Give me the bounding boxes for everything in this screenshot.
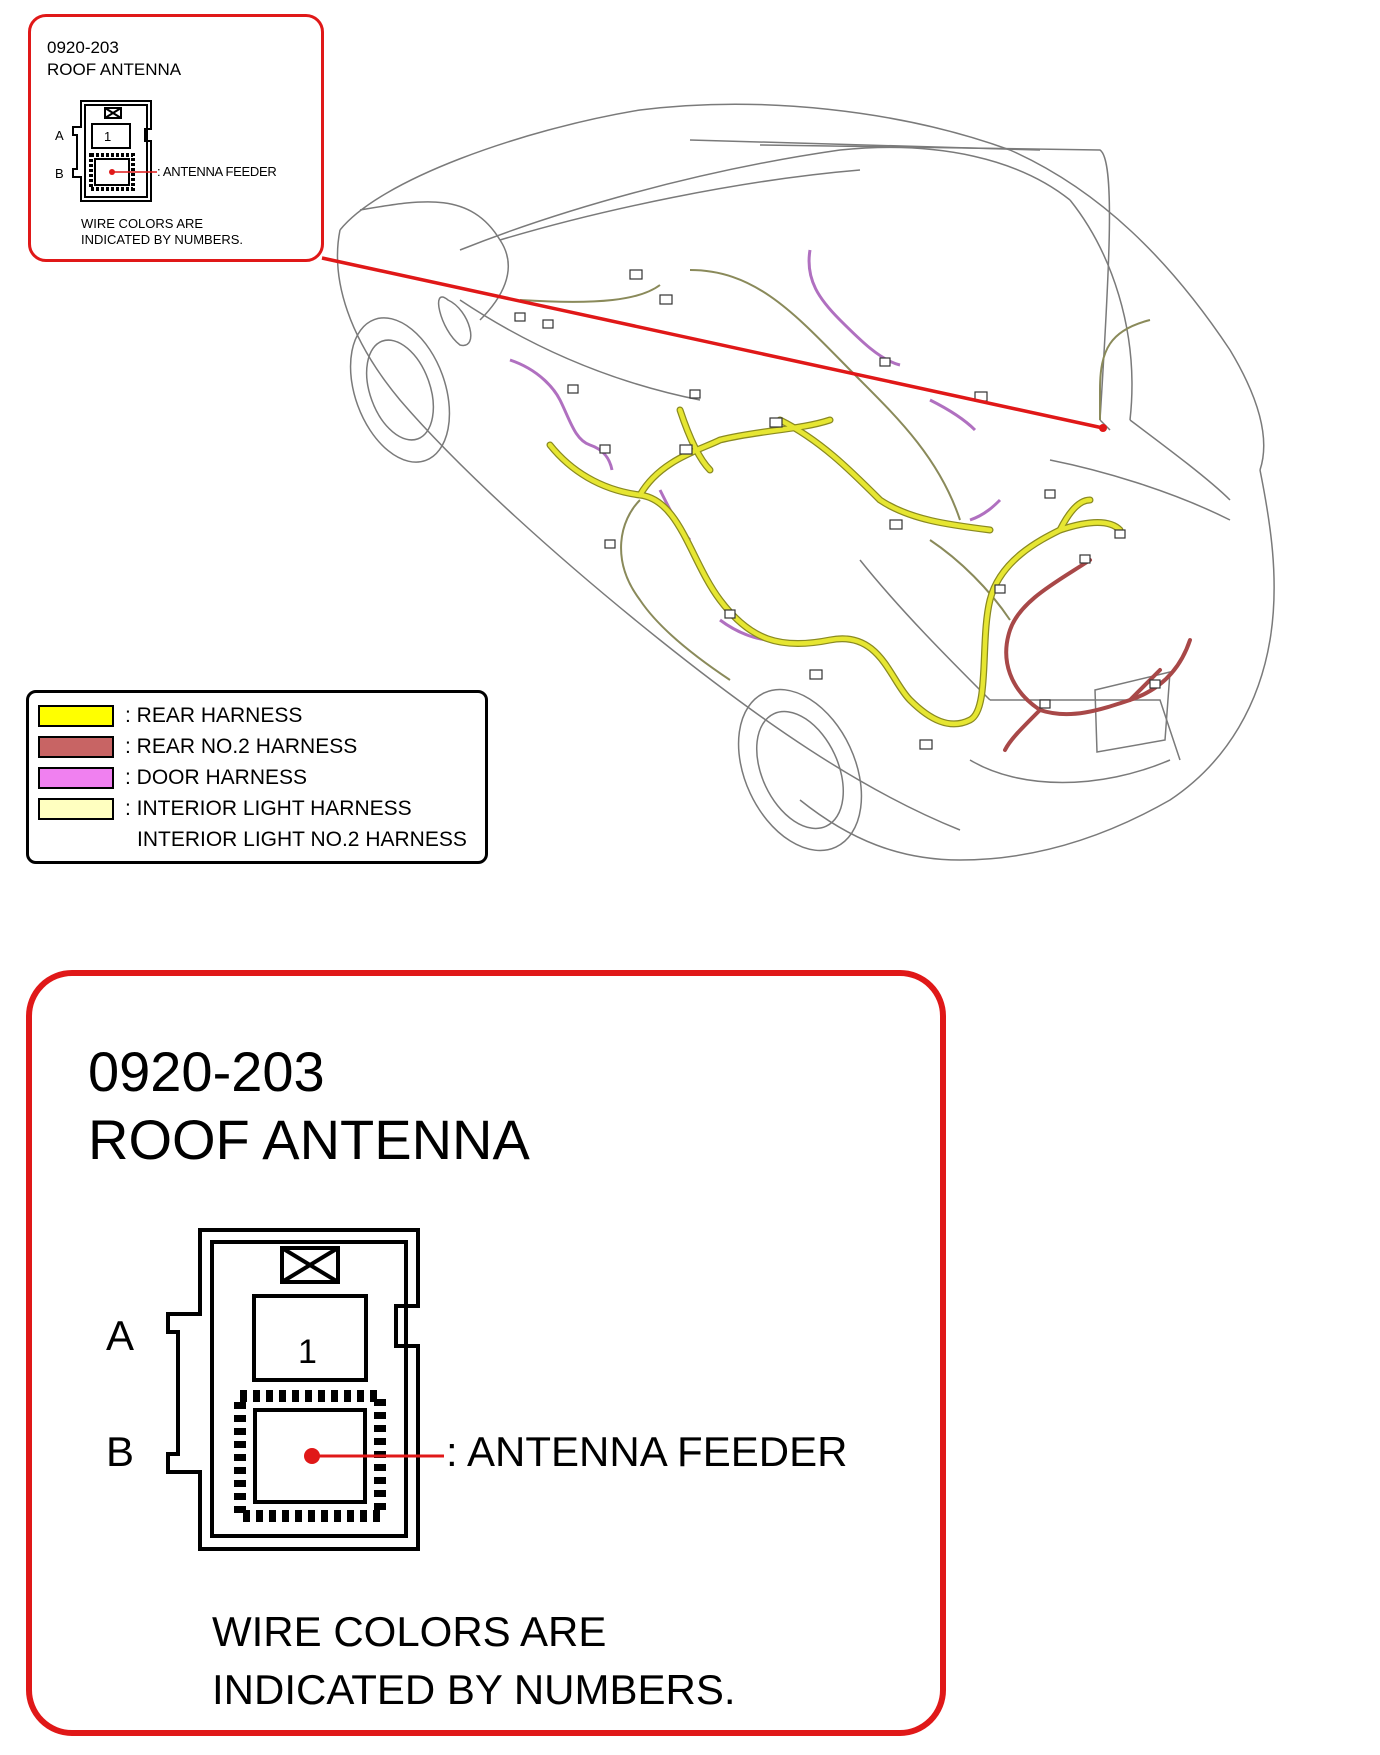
- connector-code-large: 0920-203: [88, 1040, 325, 1103]
- rear-harness: [547, 407, 1123, 727]
- connector-callout-large: 0920-203 ROOF ANTENNA A B 1 : ANTENNA FE…: [26, 970, 946, 1736]
- wire-colors-note-large-line1: WIRE COLORS ARE: [212, 1608, 607, 1655]
- connector-name-large: ROOF ANTENNA: [88, 1108, 530, 1171]
- legend-swatch-door-harness: [38, 767, 114, 789]
- connector-label-b-large: B: [106, 1428, 135, 1475]
- pin-1-small: 1: [104, 129, 112, 144]
- connector-code-small: 0920-203: [47, 38, 119, 57]
- connector-label-a-large: A: [106, 1312, 135, 1359]
- connector-name-small: ROOF ANTENNA: [47, 60, 182, 79]
- connector-label-b-small: B: [55, 166, 64, 181]
- pin-1-large: 1: [298, 1333, 317, 1371]
- wire-colors-note-small-line1: WIRE COLORS ARE: [81, 216, 204, 231]
- legend-swatch-interior-light-harness: [38, 798, 114, 820]
- callout-leader-line: [321, 256, 1104, 430]
- rear-no2-harness: [1003, 558, 1192, 752]
- wire-colors-note-large-line2: INDICATED BY NUMBERS.: [212, 1666, 736, 1713]
- legend-label-rear-harness: : REAR HARNESS: [125, 704, 303, 727]
- wire-colors-note-small-line2: INDICATED BY NUMBERS.: [81, 232, 244, 247]
- door-harness: [509, 249, 1002, 642]
- legend-label-rear-no2-harness: : REAR NO.2 HARNESS: [125, 735, 358, 758]
- legend-swatch-rear-harness: [38, 705, 114, 727]
- roof-antenna-location-dot: [1099, 424, 1107, 432]
- harness-legend: : REAR HARNESS : REAR NO.2 HARNESS : DOO…: [26, 690, 488, 864]
- harness-connectors: [514, 269, 1161, 750]
- legend-label-interior-light-no2-harness: INTERIOR LIGHT NO.2 HARNESS: [137, 828, 467, 851]
- connector-label-a-small: A: [55, 128, 64, 143]
- antenna-feeder-label-large: : ANTENNA FEEDER: [446, 1428, 848, 1475]
- legend-swatch-rear-no2-harness: [38, 736, 114, 758]
- connector-face-large: [166, 1228, 444, 1551]
- legend-label-interior-light-harness: : INTERIOR LIGHT HARNESS: [125, 797, 412, 820]
- connector-face-small: [72, 100, 157, 202]
- interior-light-harness: [519, 269, 1151, 681]
- antenna-feeder-label-small: : ANTENNA FEEDER: [157, 164, 277, 179]
- legend-label-door-harness: : DOOR HARNESS: [125, 766, 308, 789]
- connector-callout-small: 0920-203 ROOF ANTENNA A B 1 : ANTENNA FE…: [28, 14, 324, 262]
